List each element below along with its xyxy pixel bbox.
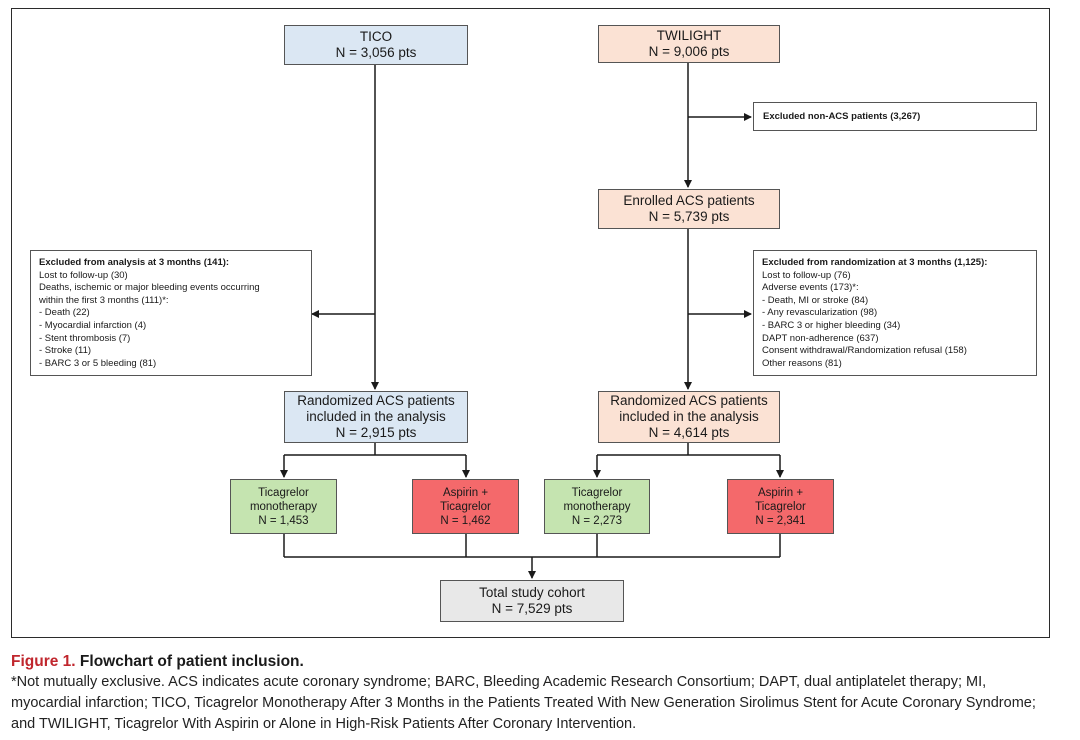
arm-line2: Ticagrelor (440, 500, 491, 513)
tico-box: TICO N = 3,056 pts (284, 25, 468, 65)
twilight-box: TWILIGHT N = 9,006 pts (598, 25, 780, 63)
tico-exclusion-line: Deaths, ischemic or major bleeding event… (39, 282, 260, 294)
figure-footnote: *Not mutually exclusive. ACS indicates a… (11, 674, 1036, 732)
twilight-exclusion-header: Excluded from randomization at 3 months … (762, 257, 988, 268)
twilight-randomized-box: Randomized ACS patients included in the … (598, 391, 780, 443)
excluded-non-acs-box: Excluded non-ACS patients (3,267) (753, 102, 1037, 131)
twilight-exclusion-box: Excluded from randomization at 3 months … (753, 250, 1037, 376)
arm-line1: Ticagrelor (571, 486, 623, 499)
tico-exclusion-line: - Myocardial infarction (4) (39, 319, 147, 331)
twilight-exclusion-line: DAPT non-adherence (637) (762, 332, 879, 344)
arm-line2: Ticagrelor (755, 500, 806, 513)
arm-line1: Ticagrelor (258, 486, 309, 499)
twilight-aspirin-ticagrelor-box: Aspirin + Ticagrelor N = 2,341 (727, 479, 834, 534)
twilight-title: TWILIGHT (656, 28, 722, 43)
total-cohort-box: Total study cohort N = 7,529 pts (440, 580, 624, 622)
tico-exclusion-box: Excluded from analysis at 3 months (141)… (30, 250, 312, 376)
arm-line1: Aspirin + (442, 486, 489, 499)
tico-monotherapy-box: Ticagrelor monotherapy N = 1,453 (230, 479, 337, 534)
arm-count: N = 2,273 (571, 514, 623, 527)
tico-randomized-line2: included in the analysis (306, 409, 446, 424)
figure-frame (11, 8, 1050, 638)
twilight-exclusion-line: Adverse events (173)*: (762, 282, 859, 294)
enrolled-acs-title: Enrolled ACS patients (623, 193, 755, 208)
figure-number: Figure 1. (11, 653, 76, 670)
twilight-exclusion-line: Consent withdrawal/Randomization refusal… (762, 345, 967, 357)
tico-exclusion-line: Lost to follow-up (30) (39, 269, 128, 281)
total-title: Total study cohort (479, 585, 585, 600)
arm-line2: monotherapy (249, 500, 318, 513)
arm-count: N = 1,462 (440, 514, 491, 527)
tico-randomized-count: N = 2,915 pts (335, 425, 417, 440)
twilight-randomized-line2: included in the analysis (619, 409, 759, 424)
tico-exclusion-line: - Stroke (11) (39, 345, 92, 357)
tico-count: N = 3,056 pts (335, 45, 417, 60)
twilight-exclusion-line: Lost to follow-up (76) (762, 269, 851, 281)
arm-count: N = 2,341 (755, 514, 806, 527)
tico-aspirin-ticagrelor-box: Aspirin + Ticagrelor N = 1,462 (412, 479, 519, 534)
twilight-randomized-line1: Randomized ACS patients (610, 393, 768, 408)
twilight-randomized-count: N = 4,614 pts (648, 425, 730, 440)
tico-exclusion-line: - Death (22) (39, 307, 90, 319)
figure-title: Flowchart of patient inclusion. (79, 653, 304, 670)
caption-heading: Figure 1. Flowchart of patient inclusion… (11, 651, 1051, 672)
twilight-exclusion-line: - Any revascularization (98) (762, 307, 878, 319)
enrolled-acs-box: Enrolled ACS patients N = 5,739 pts (598, 189, 780, 229)
twilight-exclusion-line: - BARC 3 or higher bleeding (34) (762, 319, 901, 331)
tico-exclusion-header: Excluded from analysis at 3 months (141)… (39, 257, 230, 268)
twilight-monotherapy-box: Ticagrelor monotherapy N = 2,273 (544, 479, 650, 534)
arm-line1: Aspirin + (757, 486, 804, 499)
arm-line2: monotherapy (563, 500, 631, 513)
twilight-exclusion-line: Other reasons (81) (762, 357, 842, 369)
arm-count: N = 1,453 (258, 514, 309, 527)
twilight-exclusion-line: - Death, MI or stroke (84) (762, 294, 869, 306)
tico-exclusion-line: - Stent thrombosis (7) (39, 332, 131, 344)
tico-title: TICO (359, 29, 393, 44)
tico-randomized-line1: Randomized ACS patients (297, 393, 455, 408)
figure-caption: Figure 1. Flowchart of patient inclusion… (11, 651, 1051, 735)
excluded-non-acs-text: Excluded non-ACS patients (3,267) (763, 111, 921, 122)
tico-exclusion-line: within the first 3 months (111)*: (39, 294, 169, 306)
twilight-count: N = 9,006 pts (648, 44, 730, 59)
tico-randomized-box: Randomized ACS patients included in the … (284, 391, 468, 443)
tico-exclusion-line: - BARC 3 or 5 bleeding (81) (39, 357, 157, 369)
total-count: N = 7,529 pts (491, 601, 573, 616)
enrolled-acs-count: N = 5,739 pts (648, 209, 730, 224)
